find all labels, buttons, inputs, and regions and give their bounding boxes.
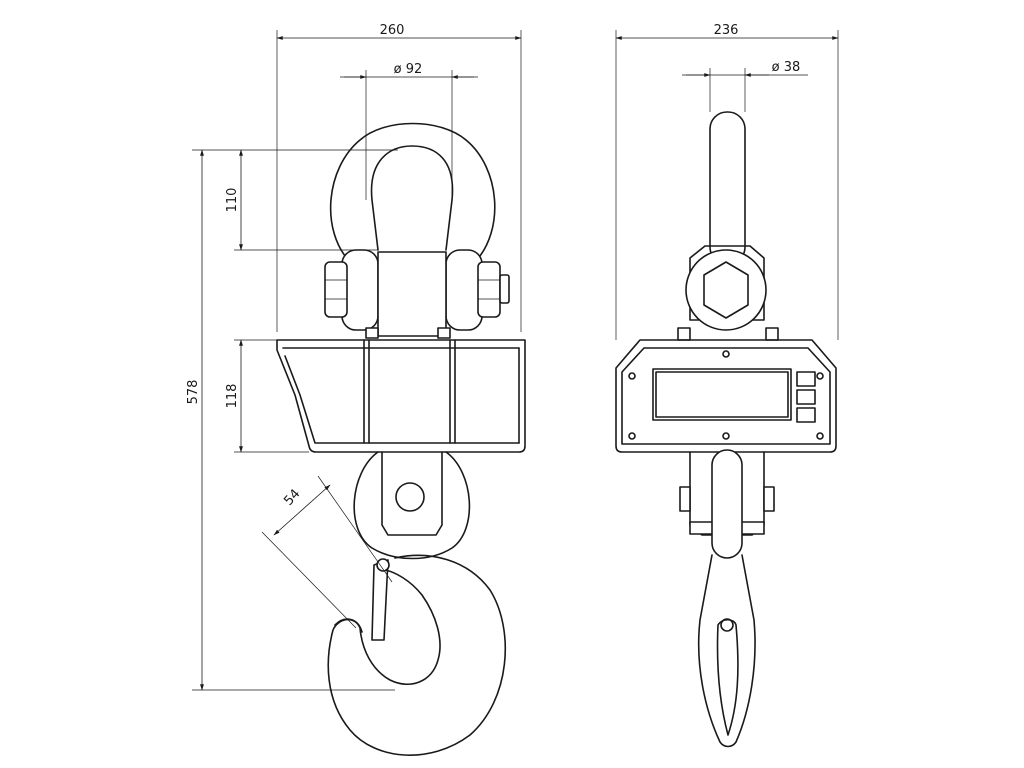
dimension-lines	[192, 30, 839, 691]
dim-shackle-diameter: ø 92	[394, 62, 423, 77]
hook	[327, 554, 507, 756]
front-view	[276, 122, 526, 756]
dim-front-width: 260	[380, 23, 405, 38]
pin-ring	[685, 245, 767, 331]
button-2	[796, 389, 816, 405]
dim-housing-height: 118	[225, 384, 240, 409]
dim-total-height: 578	[186, 380, 201, 405]
button-1	[796, 371, 816, 387]
housing	[276, 339, 526, 453]
dim-shackle-height: 110	[225, 188, 240, 213]
shackle-side	[709, 111, 746, 265]
side-view	[615, 111, 837, 748]
dim-pin-diameter: ø 38	[772, 60, 801, 75]
dim-side-width: 236	[714, 23, 739, 38]
hook-swivel	[353, 451, 471, 560]
load-cell-block	[377, 251, 447, 337]
dim-hook-opening: 54	[281, 486, 303, 508]
lcd-display	[652, 368, 792, 421]
button-3	[796, 407, 816, 423]
shackle	[324, 122, 510, 331]
hook-side	[697, 449, 756, 748]
display-housing	[615, 339, 837, 453]
